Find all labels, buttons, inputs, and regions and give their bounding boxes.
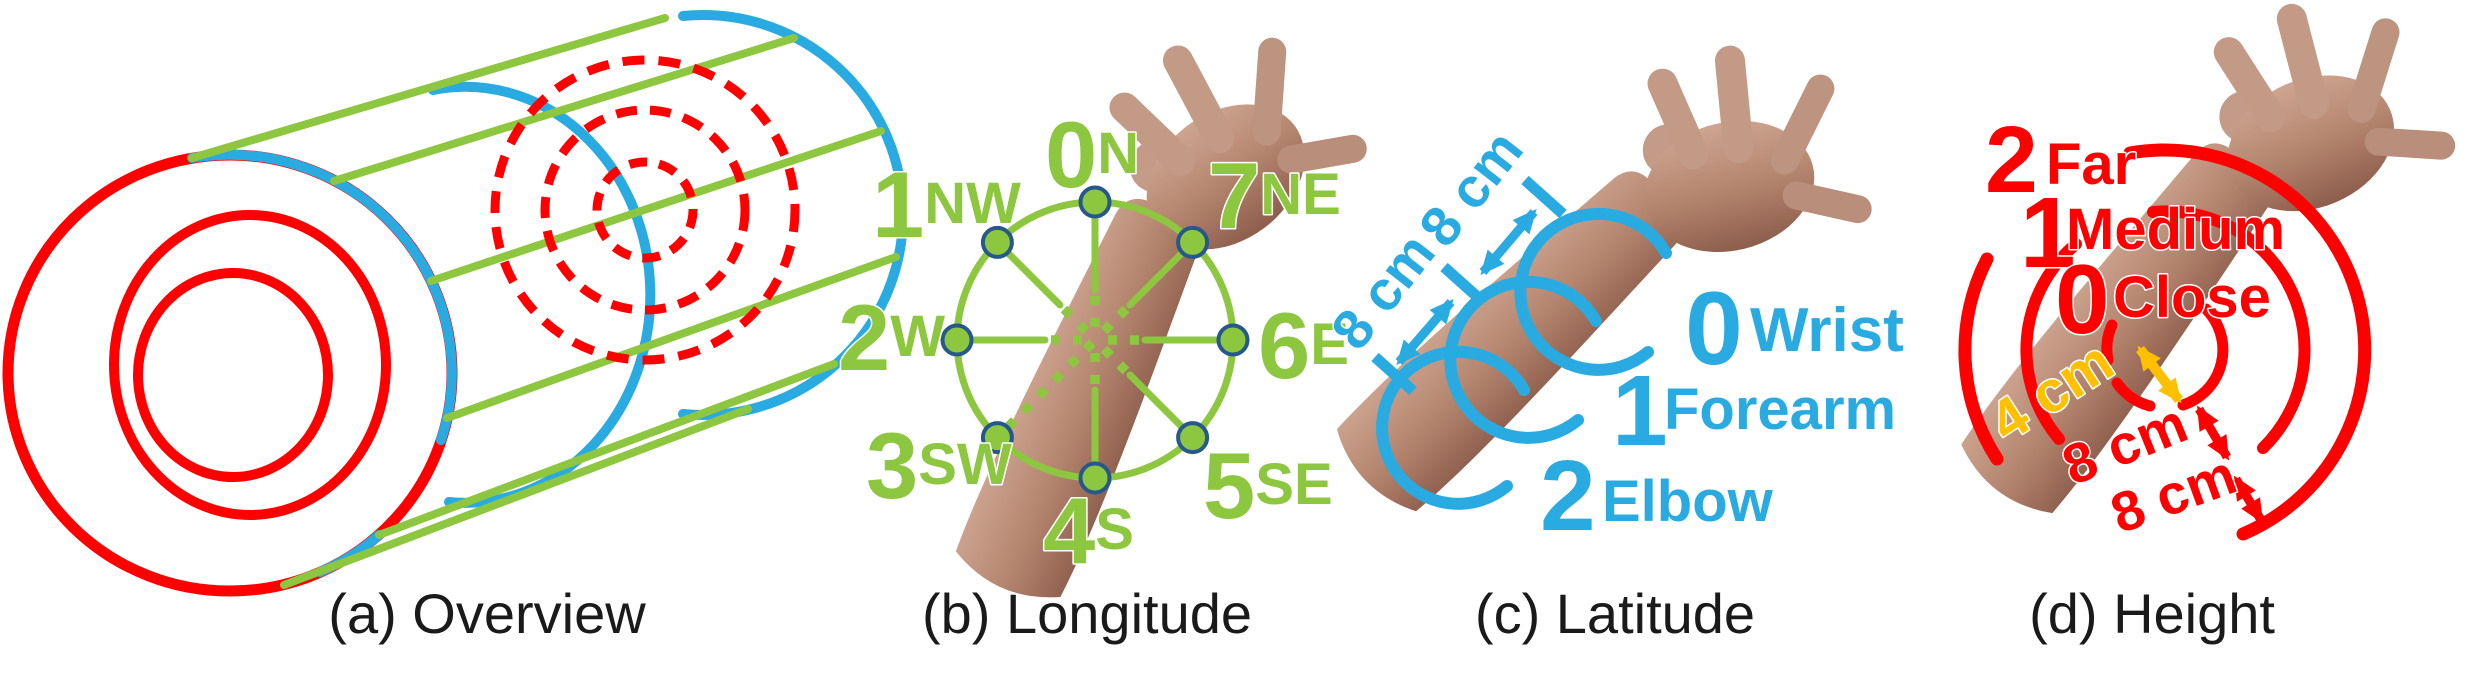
cylinder-front-ring-medium <box>109 210 391 520</box>
label-5SE-dir: SE <box>1255 452 1332 517</box>
height-ring-far-a <box>2123 143 2372 541</box>
label-0N: 0N <box>1045 102 1139 207</box>
dot-e <box>1216 323 1250 357</box>
cylinder-front-ring-close <box>133 268 333 482</box>
label-1NW-num: 1 <box>872 152 924 257</box>
dot-se <box>1176 421 1210 455</box>
compass-spokes-dotted <box>1004 296 1139 431</box>
label-5SE: 5SE <box>1203 433 1333 538</box>
label-4S: 4S <box>1043 478 1134 583</box>
panel-b-longitude: 0N 1NW 2W 3SW 4S 5SE 6E 7NE (b) Longitud… <box>837 0 1396 650</box>
dot-n <box>1078 185 1112 219</box>
latitude-arc-front <box>187 149 457 445</box>
height-rings <box>1958 143 2372 541</box>
label-4S-dir: S <box>1095 497 1134 562</box>
label-3SW: 3SW <box>866 413 1012 518</box>
label-3SW-dir: SW <box>918 432 1012 497</box>
label-1NW: 1NW <box>872 152 1021 257</box>
height-arrow-8cm-1 <box>2195 405 2231 461</box>
longitude-line-3 <box>427 127 885 285</box>
label-6E: 6E <box>1258 293 1349 398</box>
label-4S-num: 4 <box>1043 478 1095 583</box>
panel-d-height: 4 cm 8 cm 8 cm 2 Far 1 Medium 0 Close (d… <box>1912 0 2470 645</box>
spoke-ne-dotted <box>1092 305 1130 343</box>
spoke-nw-dotted <box>1060 305 1098 343</box>
label-medium-word: Medium <box>2066 197 2285 262</box>
dot-s <box>1078 461 1112 495</box>
label-6E-dir: E <box>1310 312 1349 377</box>
label-close-word: Close <box>2113 265 2271 330</box>
label-wrist-num: 0 <box>1685 271 1743 387</box>
height-ring-close-c <box>2101 319 2118 366</box>
label-7NE: 7NE <box>1208 143 1341 248</box>
label-0N-dir: N <box>1097 121 1139 186</box>
caption-a: (a) Overview <box>328 582 646 645</box>
label-far-num: 2 <box>1985 107 2038 213</box>
caption-c: (c) Latitude <box>1475 582 1755 645</box>
cylinder-back-ring-close <box>592 157 698 263</box>
caption-b: (b) Longitude <box>922 582 1252 645</box>
label-medium-num: 1 <box>2020 177 2076 289</box>
latitude-labels: 0 Wrist 1 Forearm 2 Elbow <box>1539 270 1906 554</box>
height-ring-medium-a <box>2147 205 2311 454</box>
height-arrow-8cm-2 <box>2232 475 2265 524</box>
panel-c-latitude: 8 cm 8 cm 0 Wrist 1 Forearm 2 Elbow (c) … <box>1291 0 1927 645</box>
spoke-se-dotted <box>1092 337 1130 375</box>
label-6E-num: 6 <box>1258 293 1310 398</box>
label-0N-num: 0 <box>1045 102 1097 207</box>
label-elbow-word: Elbow <box>1602 469 1774 534</box>
label-far-word: Far <box>2046 132 2136 197</box>
dot-nw <box>980 225 1014 259</box>
measure-arrow-2 <box>1479 208 1538 276</box>
label-wrist-word: Wrist <box>1750 296 1904 365</box>
longitude-line-4 <box>443 253 900 422</box>
compass-dots <box>940 185 1250 495</box>
spoke-ne <box>1126 249 1186 309</box>
measure-tick-2 <box>1440 262 1486 306</box>
compass-labels: 0N 1NW 2W 3SW 4S 5SE 6E 7NE <box>837 101 1351 585</box>
height-ring-medium-b <box>2020 238 2082 445</box>
measure-tick-1 <box>1371 352 1417 396</box>
label-7NE-dir: NE <box>1260 162 1341 227</box>
cylinder-back-ring-far <box>490 55 800 365</box>
label-close-num: 0 <box>2055 244 2110 354</box>
measure-arrow-1 <box>1395 298 1455 366</box>
height-ring-close-a <box>2177 303 2229 411</box>
label-3SW-num: 3 <box>866 413 918 518</box>
panel-a-overview: (a) Overview <box>2 10 908 645</box>
latitude-measure <box>1371 175 1567 396</box>
longitude-line-2 <box>330 34 798 185</box>
label-5SE-num: 5 <box>1203 433 1255 538</box>
label-2W: 2W <box>838 285 945 390</box>
spoke-se <box>1126 371 1186 431</box>
spoke-nw <box>1004 249 1064 309</box>
label-elbow-num: 2 <box>1540 440 1596 552</box>
label-forearm-word: Forearm <box>1664 377 1896 442</box>
dot-sw <box>980 421 1014 455</box>
caption-d: (d) Height <box>2029 582 2275 645</box>
dot-ne <box>1176 225 1210 259</box>
height-ring-far-b <box>1958 252 2004 466</box>
label-forearm-num: 1 <box>1612 355 1668 467</box>
height-arrow-4cm <box>2136 345 2183 404</box>
longitude-line-6 <box>280 405 752 589</box>
latitude-ring-elbow <box>1376 345 1530 510</box>
height-labels: 2 Far 1 Medium 0 Close <box>1984 106 2287 356</box>
latitude-arc-middle <box>428 81 656 508</box>
label-1NW-dir: NW <box>924 171 1021 236</box>
latitude-arc-back <box>678 10 908 420</box>
compass-spokes-solid <box>968 213 1222 467</box>
dot-w <box>940 323 974 357</box>
measure-tick-3 <box>1521 175 1567 219</box>
label-2W-dir: W <box>890 304 945 369</box>
label-2W-num: 2 <box>838 285 890 390</box>
cylinder-back-ring-medium <box>540 105 750 315</box>
label-7NE-num: 7 <box>1208 143 1260 248</box>
longitude-line-1 <box>188 14 669 162</box>
height-ring-close-b <box>2111 377 2156 412</box>
longitude-line-5 <box>375 360 838 539</box>
